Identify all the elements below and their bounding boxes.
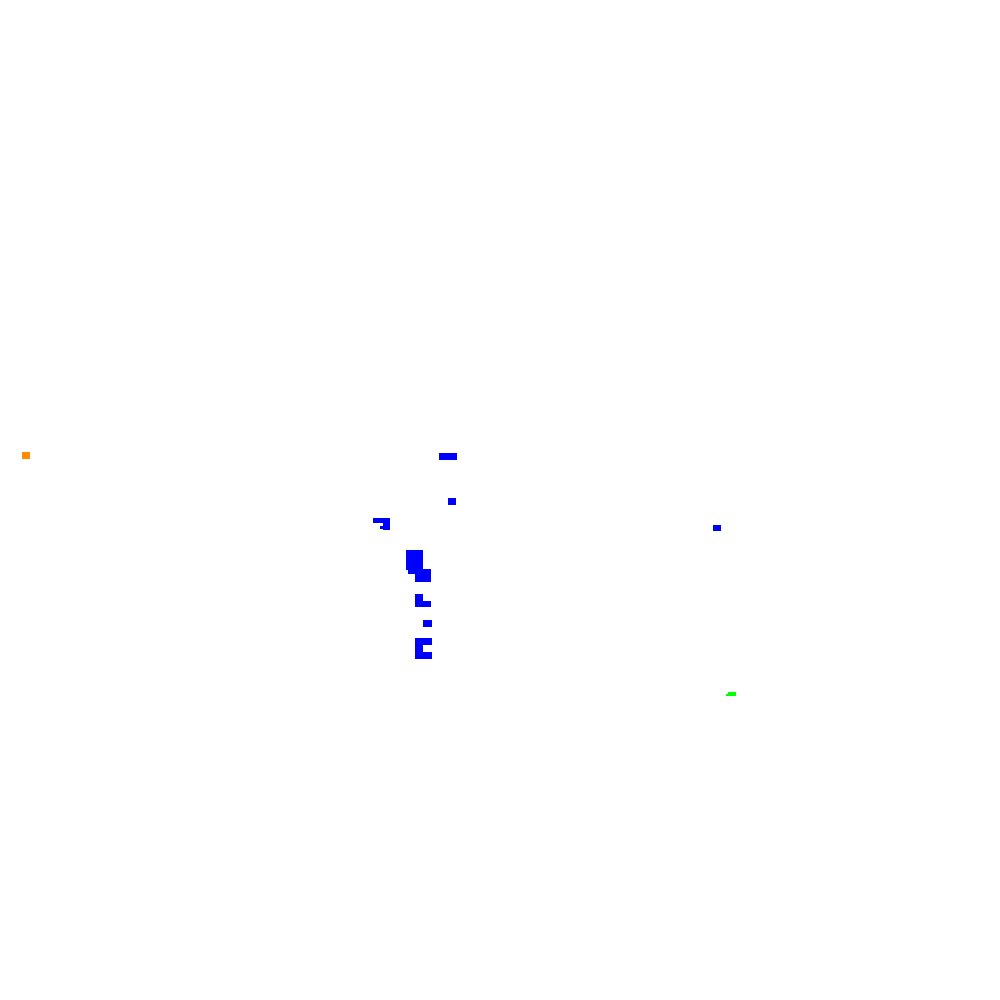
- obstacle-block: [415, 569, 431, 582]
- obstacle-block: [406, 550, 423, 570]
- obstacle-block: [415, 601, 431, 607]
- player-marker: [22, 452, 30, 459]
- obstacle-block: [415, 638, 432, 645]
- goal-marker-tip: [726, 694, 728, 696]
- obstacle-block: [439, 453, 457, 460]
- obstacle-block: [380, 526, 384, 529]
- obstacle-block: [408, 568, 416, 574]
- goal-marker: [728, 692, 736, 696]
- obstacle-block: [373, 518, 390, 523]
- obstacle-block: [415, 594, 423, 607]
- obstacle-block: [415, 652, 432, 659]
- obstacle-block: [415, 638, 423, 659]
- obstacle-block: [383, 518, 390, 530]
- obstacle-block: [713, 525, 721, 531]
- obstacle-block: [448, 498, 456, 505]
- obstacle-block: [423, 620, 432, 627]
